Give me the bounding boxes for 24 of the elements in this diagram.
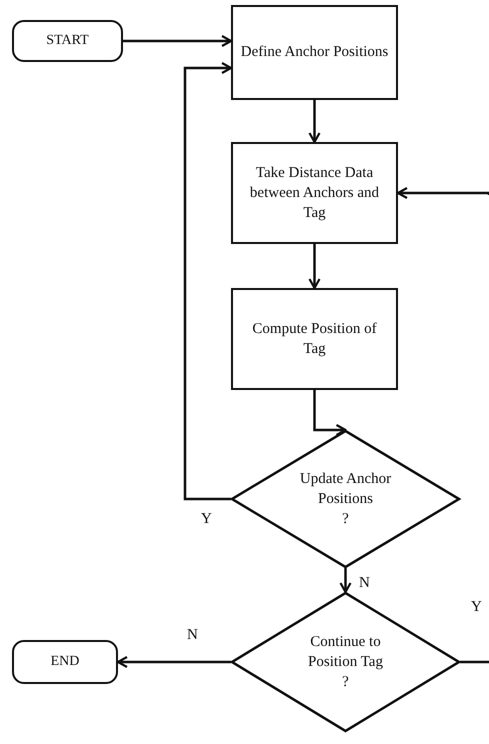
- node-text: ?: [342, 510, 349, 530]
- arrow: [308, 244, 321, 290]
- node-text: Continue to Position Tag: [307, 632, 384, 672]
- terminal-box: [12, 20, 123, 62]
- terminal-box: [12, 640, 118, 684]
- process-box: [231, 5, 398, 100]
- arrow: [396, 186, 489, 200]
- node-text: Define Anchor Positions: [240, 43, 388, 62]
- arrow: [116, 656, 231, 668]
- arrow: [123, 34, 232, 48]
- arrow: [308, 100, 321, 144]
- process-box: [231, 142, 398, 244]
- node-text: Take Distance Data between Anchors and Tag: [248, 164, 380, 224]
- node-text: END: [50, 652, 80, 671]
- arrow: [313, 390, 347, 436]
- arrow: [339, 568, 352, 594]
- node-text: START: [46, 32, 89, 50]
- decision-diamond: [231, 592, 460, 732]
- node-text: ?: [342, 673, 349, 692]
- node-text: Update Anchor Positions: [298, 470, 392, 509]
- arrow: [184, 62, 232, 500]
- node-text: Compute Position of Tag: [251, 320, 378, 359]
- decision-diamond: [231, 430, 460, 568]
- process-box: [231, 288, 398, 390]
